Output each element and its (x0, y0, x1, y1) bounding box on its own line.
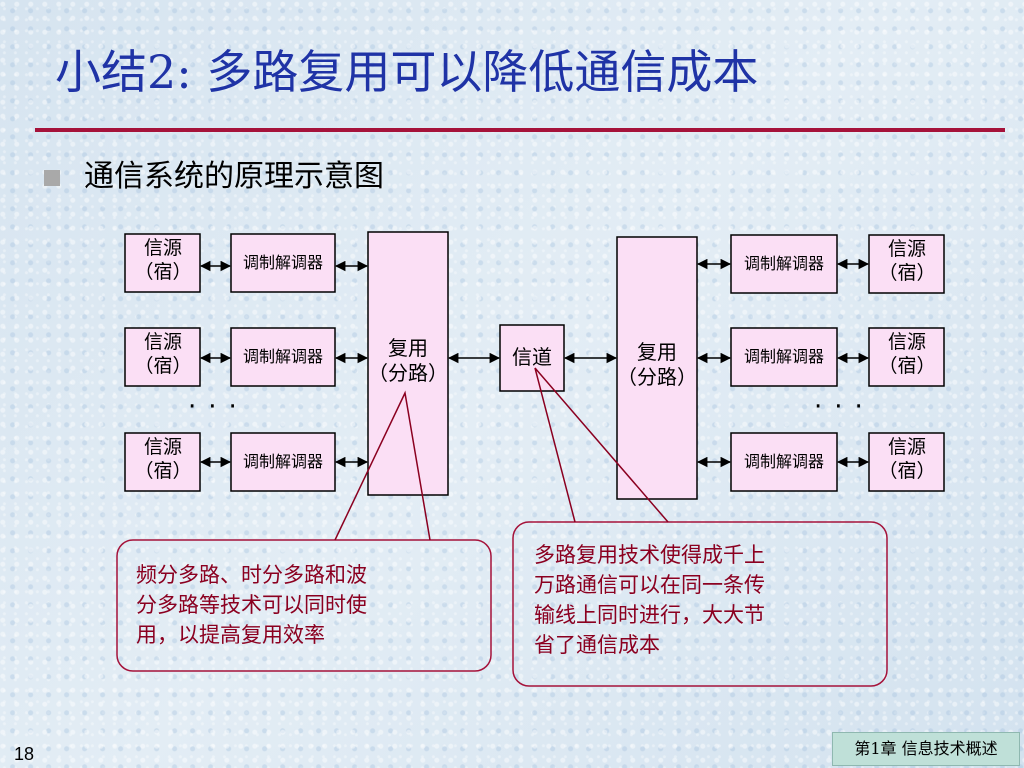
left-source-box-2 (124, 327, 201, 387)
right-source-box-2 (868, 327, 945, 387)
left-source-label-3: 信源（宿） (134, 436, 192, 482)
left-modem-box-3 (230, 432, 336, 492)
page-number: 18 (14, 744, 35, 764)
right-callout-text: 多路复用技术使得成千上 万路通信可以在同一条传 输线上同时进行，大大节 省了通信… (534, 543, 765, 657)
right-callout-pointer (534, 367, 669, 523)
slide-title: 小结2: 多路复用可以降低通信成本 (55, 45, 759, 99)
right-source-label-2: 信源（宿） (878, 331, 936, 377)
left-mux-label: 复用（分路） (368, 336, 448, 385)
right-modem-box-3 (730, 432, 838, 492)
left-ellipsis: ··· (188, 392, 249, 422)
left-source-box-1 (124, 233, 201, 293)
right-ellipsis: ··· (814, 392, 875, 422)
right-source-box-1 (868, 234, 945, 294)
right-source-label-3: 信源（宿） (878, 436, 936, 482)
left-callout-pointer (334, 390, 431, 541)
chapter-label: 第1章 信息技术概述 (832, 732, 1020, 766)
right-callout-box (512, 521, 888, 687)
title-divider (35, 128, 1005, 132)
channel-label: 信道 (512, 345, 552, 369)
channel-box (499, 324, 565, 392)
left-modem-label-3: 调制解调器 (242, 452, 323, 471)
right-source-label-1: 信源（宿） (878, 238, 936, 284)
bullet-square-icon (44, 170, 60, 186)
right-modem-label-1: 调制解调器 (743, 254, 824, 273)
left-modem-label-2: 调制解调器 (242, 347, 323, 366)
left-source-label-2: 信源（宿） (134, 331, 192, 377)
right-modem-label-3: 调制解调器 (743, 452, 824, 471)
right-modem-label-2: 调制解调器 (743, 347, 824, 366)
right-source-box-3 (868, 432, 945, 492)
left-callout-box (116, 539, 492, 672)
left-source-label-1: 信源（宿） (134, 237, 192, 283)
right-mux-label: 复用（分路） (617, 340, 697, 389)
left-mux-box (367, 231, 449, 496)
left-callout-text: 频分多路、时分多路和波 分多路等技术可以同时使 用，以提高复用效率 (136, 563, 367, 647)
bullet-text: 通信系统的原理示意图 (84, 159, 384, 194)
right-modem-box-2 (730, 327, 838, 387)
right-mux-box (616, 236, 698, 500)
left-modem-label-1: 调制解调器 (242, 253, 323, 272)
